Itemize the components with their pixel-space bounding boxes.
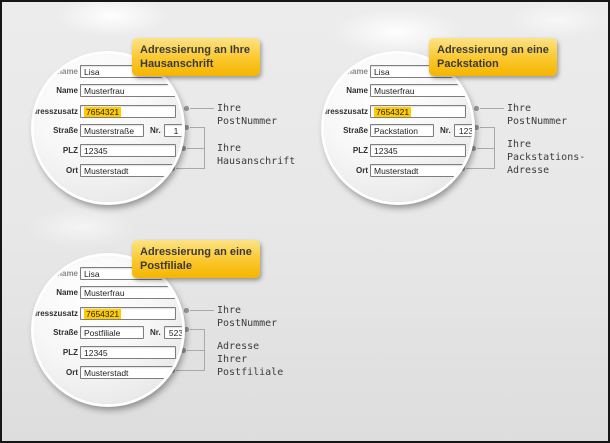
connector-dot [181, 348, 186, 353]
strasse-input[interactable]: Packstation [370, 124, 434, 137]
connector-line [176, 168, 205, 169]
connector-line [190, 127, 205, 128]
address-annotation: Ihre Hausanschrift [217, 143, 296, 167]
form-row-ort: Ort Musterstadt [34, 164, 182, 178]
connector-line [187, 350, 205, 351]
nr-input[interactable]: 123 [454, 124, 472, 137]
callout-header-postfiliale: Adressierung an eine Postfiliale [132, 240, 260, 278]
nr-label: Nr. [150, 126, 161, 135]
form-row-adresszusatz: Adresszusatz 7654321 [324, 105, 472, 119]
connector-bracket [204, 329, 205, 371]
connector-dot [471, 146, 476, 151]
adresszusatz-input[interactable]: 7654321 [80, 307, 176, 320]
form-row-strasse: Straße Musterstraße Nr. 1 [34, 124, 182, 138]
name-label: Name [56, 288, 78, 297]
plz-label: PLZ [62, 146, 78, 155]
ort-input[interactable]: Musterstadt [80, 366, 176, 379]
nr-label: Nr. [440, 126, 451, 135]
nr-input[interactable]: 523 [164, 326, 182, 339]
form-row-plz: PLZ 12345 [34, 144, 182, 158]
form-row-ort: Ort Musterstadt [324, 164, 472, 178]
postnummer-annotation: Ihre PostNummer [217, 305, 278, 329]
connector-dot [184, 125, 189, 130]
address-annotation: Adresse Ihrer Postfiliale [217, 341, 284, 378]
connector-dot [181, 146, 186, 151]
form-row-name: Name Musterfrau [34, 286, 182, 300]
form-row-name: Name Musterfrau [324, 84, 472, 98]
plz-label: PLZ [62, 348, 78, 357]
nr-input[interactable]: 1 [164, 124, 182, 137]
connector-dot [184, 327, 189, 332]
vorname-label: Vorname [334, 67, 368, 76]
magnifier-circle-hausanschrift: Vorname Lisa Name Musterfrau Adresszusat… [34, 54, 182, 202]
adresszusatz-label: Adresszusatz [34, 309, 78, 318]
connector-line [480, 108, 504, 109]
connector-bracket [204, 127, 205, 169]
callout-header-hausanschrift: Adressierung an Ihre Hausanschrift [132, 38, 260, 76]
name-input[interactable]: Musterfrau [80, 286, 176, 299]
adresszusatz-input[interactable]: 7654321 [370, 105, 466, 118]
ort-label: Ort [66, 166, 78, 175]
strasse-label: Straße [53, 328, 78, 337]
connector-line [190, 108, 214, 109]
strasse-label: Straße [53, 126, 78, 135]
ort-input[interactable]: Musterstadt [80, 164, 176, 177]
plz-input[interactable]: 12345 [80, 346, 176, 359]
magnifier-circle-packstation: Vorname Lisa Name Musterfrau Adresszusat… [324, 54, 472, 202]
address-annotation: Ihre Packstations- Adresse [507, 139, 586, 176]
adresszusatz-input[interactable]: 7654321 [80, 105, 176, 118]
postnummer-highlight: 7654321 [374, 107, 412, 117]
connector-line [187, 148, 205, 149]
ort-input[interactable]: Musterstadt [370, 164, 466, 177]
adresszusatz-label: Adresszusatz [34, 107, 78, 116]
name-label: Name [346, 86, 368, 95]
ort-label: Ort [356, 166, 368, 175]
callout-header-packstation: Adressierung an eine Packstation [429, 38, 557, 76]
vorname-label: Vorname [44, 269, 78, 278]
adresszusatz-label: Adresszusatz [324, 107, 368, 116]
connector-line [190, 310, 214, 311]
form-row-plz: PLZ 12345 [34, 346, 182, 360]
connector-dot [184, 106, 189, 111]
postnummer-annotation: Ihre PostNummer [507, 103, 568, 127]
connector-line [190, 329, 205, 330]
connector-bracket [494, 127, 495, 169]
form-row-strasse: Straße Packstation Nr. 123 [324, 124, 472, 138]
form-row-adresszusatz: Adresszusatz 7654321 [34, 105, 182, 119]
strasse-label: Straße [343, 126, 368, 135]
name-input[interactable]: Musterfrau [370, 84, 466, 97]
connector-line [480, 127, 495, 128]
vorname-label: Vorname [44, 67, 78, 76]
connector-dot [474, 125, 479, 130]
form-row-plz: PLZ 12345 [324, 144, 472, 158]
form-row-ort: Ort Musterstadt [34, 366, 182, 380]
connector-line [477, 148, 495, 149]
form-row-adresszusatz: Adresszusatz 7654321 [34, 307, 182, 321]
connector-line [466, 168, 495, 169]
plz-input[interactable]: 12345 [370, 144, 466, 157]
connector-dot [184, 308, 189, 313]
form-row-strasse: Straße Postfiliale Nr. 523 [34, 326, 182, 340]
form-row-name: Name Musterfrau [34, 84, 182, 98]
strasse-input[interactable]: Musterstraße [80, 124, 144, 137]
strasse-input[interactable]: Postfiliale [80, 326, 144, 339]
connector-line [176, 370, 205, 371]
name-input[interactable]: Musterfrau [80, 84, 176, 97]
postnummer-highlight: 7654321 [84, 107, 122, 117]
connector-dot [474, 106, 479, 111]
postnummer-highlight: 7654321 [84, 309, 122, 319]
name-label: Name [56, 86, 78, 95]
ort-label: Ort [66, 368, 78, 377]
plz-input[interactable]: 12345 [80, 144, 176, 157]
nr-label: Nr. [150, 328, 161, 337]
magnifier-circle-postfiliale: Vorname Lisa Name Musterfrau Adresszusat… [34, 256, 182, 404]
plz-label: PLZ [352, 146, 368, 155]
postnummer-annotation: Ihre PostNummer [217, 103, 278, 127]
